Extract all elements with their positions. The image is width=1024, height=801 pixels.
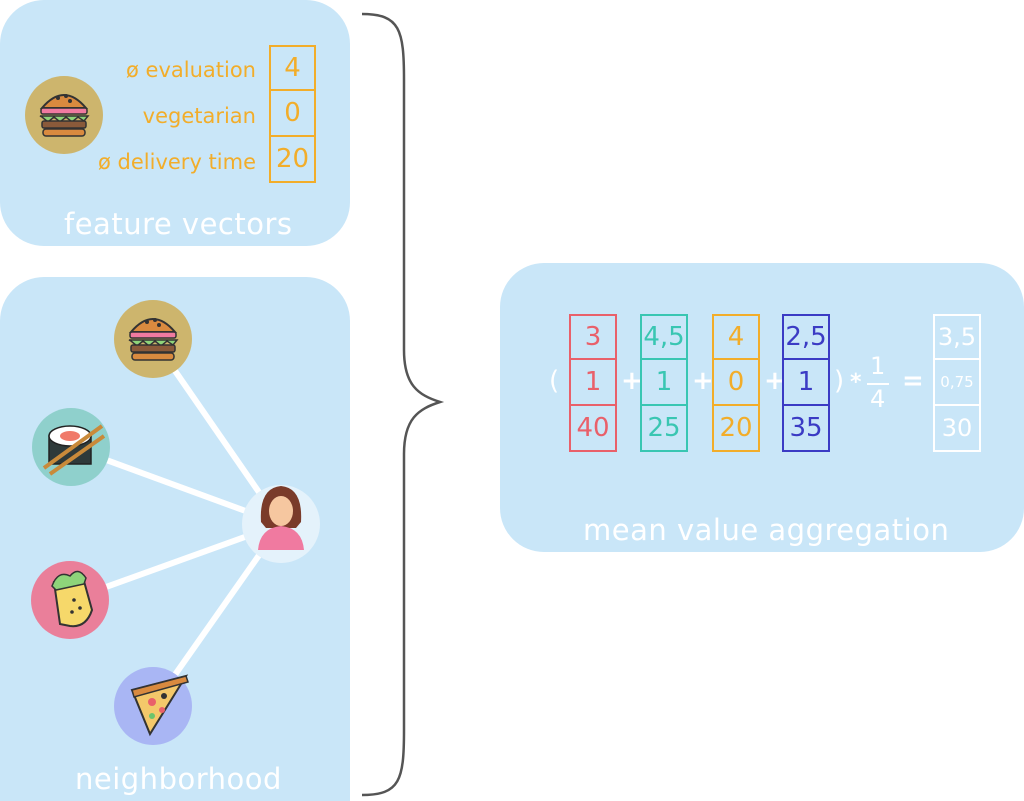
fraction-bar [867, 383, 889, 385]
fraction-denominator: 4 [870, 385, 886, 413]
feature-value-evaluation: 4 [269, 45, 316, 91]
result-value-3: 30 [933, 406, 981, 452]
brace-shape [361, 12, 445, 797]
feature-label-vegetarian: vegetarian [142, 104, 256, 128]
neighborhood-label: neighborhood [75, 762, 282, 796]
vector2-value-2: 1 [640, 360, 688, 406]
plus-sign-2: + [692, 366, 714, 396]
vector1-value-3: 40 [569, 406, 617, 452]
close-paren: ) [834, 366, 845, 396]
vector2-value-3: 25 [640, 406, 688, 452]
vector4-value-2: 1 [782, 360, 830, 406]
aggregation-panel [500, 263, 1024, 552]
vector4-value-3: 35 [782, 406, 830, 452]
vector2-value-1: 4,5 [640, 314, 688, 360]
equals-sign: = [902, 366, 924, 396]
feature-label-evaluation: ø evaluation [126, 58, 256, 82]
result-value-1: 3,5 [933, 314, 981, 360]
plus-sign-3: + [764, 366, 786, 396]
plus-sign-1: + [621, 366, 643, 396]
vector4-value-1: 2,5 [782, 314, 830, 360]
vector1-value-2: 1 [569, 360, 617, 406]
vector3-value-3: 20 [712, 406, 760, 452]
aggregation-label: mean value aggregation [583, 513, 950, 547]
result-value-2: 0,75 [933, 360, 981, 406]
feature-label-delivery-time: ø delivery time [98, 150, 256, 174]
open-paren: ( [549, 366, 560, 396]
multiply-sign: * [850, 370, 862, 395]
feature-value-delivery-time: 20 [269, 137, 316, 183]
vector3-value-1: 4 [712, 314, 760, 360]
vector3-value-2: 0 [712, 360, 760, 406]
fraction-numerator: 1 [870, 352, 886, 380]
vector1-value-1: 3 [569, 314, 617, 360]
feature-value-vegetarian: 0 [269, 91, 316, 137]
feature-vectors-label: feature vectors [64, 207, 293, 241]
